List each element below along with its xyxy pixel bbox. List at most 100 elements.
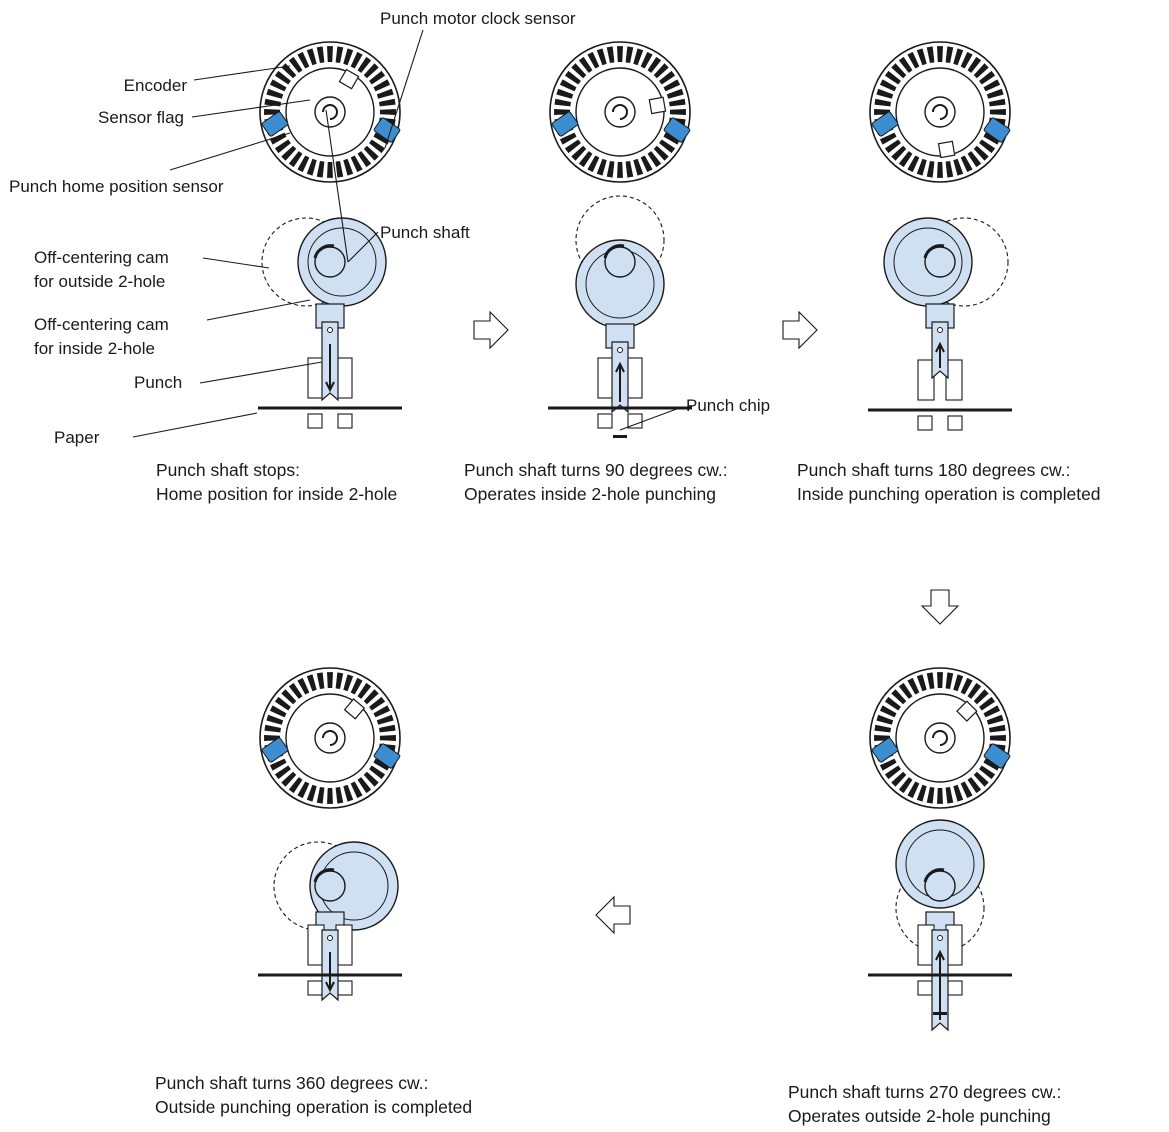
rotation-arrow-icon <box>603 244 625 259</box>
encoder-slit <box>669 109 686 115</box>
encoder-slit <box>926 160 935 178</box>
encoder-slit <box>327 161 333 178</box>
encoder-slit <box>960 155 973 173</box>
encoder-slit <box>606 160 615 178</box>
punch-shaft-hub <box>314 96 346 128</box>
home-position-sensor-icon <box>261 111 289 137</box>
encoder-slit <box>369 765 386 780</box>
stage-3-caption-line1: Punch shaft turns 180 degrees cw.: <box>797 460 1070 480</box>
encoder-slit <box>288 682 303 699</box>
home-position-sensor-icon <box>871 737 899 763</box>
encoder-slit <box>960 677 973 695</box>
punch-shaft-hub <box>924 96 956 128</box>
encoder-slit <box>363 63 379 79</box>
encoder-slit <box>953 158 964 176</box>
home-position-sensor-icon <box>871 111 899 137</box>
encoder-slit <box>960 51 973 69</box>
punch-assembly <box>258 303 402 429</box>
die-lower-right <box>627 413 643 429</box>
die-lower-right <box>337 413 353 429</box>
encoder-slit <box>617 46 623 63</box>
encoder-slit <box>879 79 897 92</box>
motion-arrowhead-icon <box>935 949 945 961</box>
encoder-slit <box>327 46 333 63</box>
stage-1-caption-line2: Home position for inside 2-hole <box>156 484 397 504</box>
encoder-slit <box>343 784 354 802</box>
encoder-slit <box>874 724 892 733</box>
encoder-slit <box>357 777 372 794</box>
encoder-slit <box>983 758 1001 771</box>
encoder-slit <box>350 155 363 173</box>
die-lower-left <box>597 413 613 429</box>
encoder-slit <box>378 724 396 733</box>
punch-assembly <box>868 303 1012 431</box>
home-position-sensor-icon <box>551 111 579 137</box>
encoder-slit <box>983 132 1001 145</box>
encoder-slit <box>979 765 996 780</box>
sensor-flag-notch <box>338 68 360 90</box>
rotation-arrow-icon <box>923 868 945 883</box>
encoder-slit <box>898 682 913 699</box>
label-leaders <box>132 29 683 438</box>
encoder-slit <box>937 787 943 804</box>
clock-sensor-icon <box>373 117 401 143</box>
encoder-disc <box>549 41 691 183</box>
encoder-disc <box>259 667 401 809</box>
encoder-slit <box>357 682 372 699</box>
encoder-slit <box>891 145 907 161</box>
encoder-slit <box>306 784 317 802</box>
flow-arrow-right <box>782 311 818 349</box>
flow-arrow-left <box>595 896 631 934</box>
encoder-slit <box>564 70 581 85</box>
encoder-slit <box>625 46 634 64</box>
encoder-slit <box>647 151 662 168</box>
encoder-slit <box>874 98 892 107</box>
encoder-slit <box>907 155 920 173</box>
sensor-flag-notch <box>648 96 667 115</box>
encoder-slit <box>663 79 681 92</box>
rotation-arrow-icon <box>313 868 335 883</box>
home-position-sensor-icon <box>261 737 289 763</box>
encoder-slit <box>587 51 600 69</box>
encoder-disc <box>259 41 401 183</box>
die-lower-right <box>337 980 353 996</box>
encoder-slit <box>898 777 913 794</box>
encoder-slit <box>926 786 935 804</box>
encoder-slit <box>596 48 607 66</box>
die-lower-left <box>307 413 323 429</box>
die-lower-right <box>947 980 963 996</box>
encoder-slit <box>979 70 996 85</box>
encoder-slit <box>967 682 982 699</box>
encoder-slit <box>306 48 317 66</box>
sensor-flag-label: Sensor flag <box>98 108 184 127</box>
rotation-arrow-icon <box>612 104 628 120</box>
encoder-slit <box>297 155 310 173</box>
encoder-slit <box>335 672 344 690</box>
encoder-slit <box>659 70 676 85</box>
encoder-label: Encoder <box>124 76 188 95</box>
punch-chip-label: Punch chip <box>686 396 770 415</box>
encoder-slit <box>945 786 954 804</box>
encoder-slit <box>269 758 287 771</box>
encoder-slit <box>653 63 669 79</box>
punch-shaft-hub <box>314 722 346 754</box>
encoder-slit <box>343 48 354 66</box>
flow-arrow-down <box>921 589 959 625</box>
encoder-slit <box>916 674 927 692</box>
encoder-slit <box>876 88 894 99</box>
off-centering-cam <box>273 841 399 931</box>
motion-arrowhead-icon <box>325 381 335 393</box>
encoder-slit <box>986 714 1004 725</box>
encoder-slit <box>967 151 982 168</box>
punch-assembly <box>868 911 1012 1032</box>
rotation-arrow-icon <box>322 730 338 746</box>
encoder-slit <box>266 88 284 99</box>
stage-2-caption-line1: Punch shaft turns 90 degrees cw.: <box>464 460 728 480</box>
encoder-slit <box>306 674 317 692</box>
punch-pin <box>327 935 333 941</box>
punch-assembly <box>548 323 692 429</box>
encoder-slit <box>953 48 964 66</box>
punch-chip <box>613 435 627 438</box>
encoder-slit <box>891 63 907 79</box>
